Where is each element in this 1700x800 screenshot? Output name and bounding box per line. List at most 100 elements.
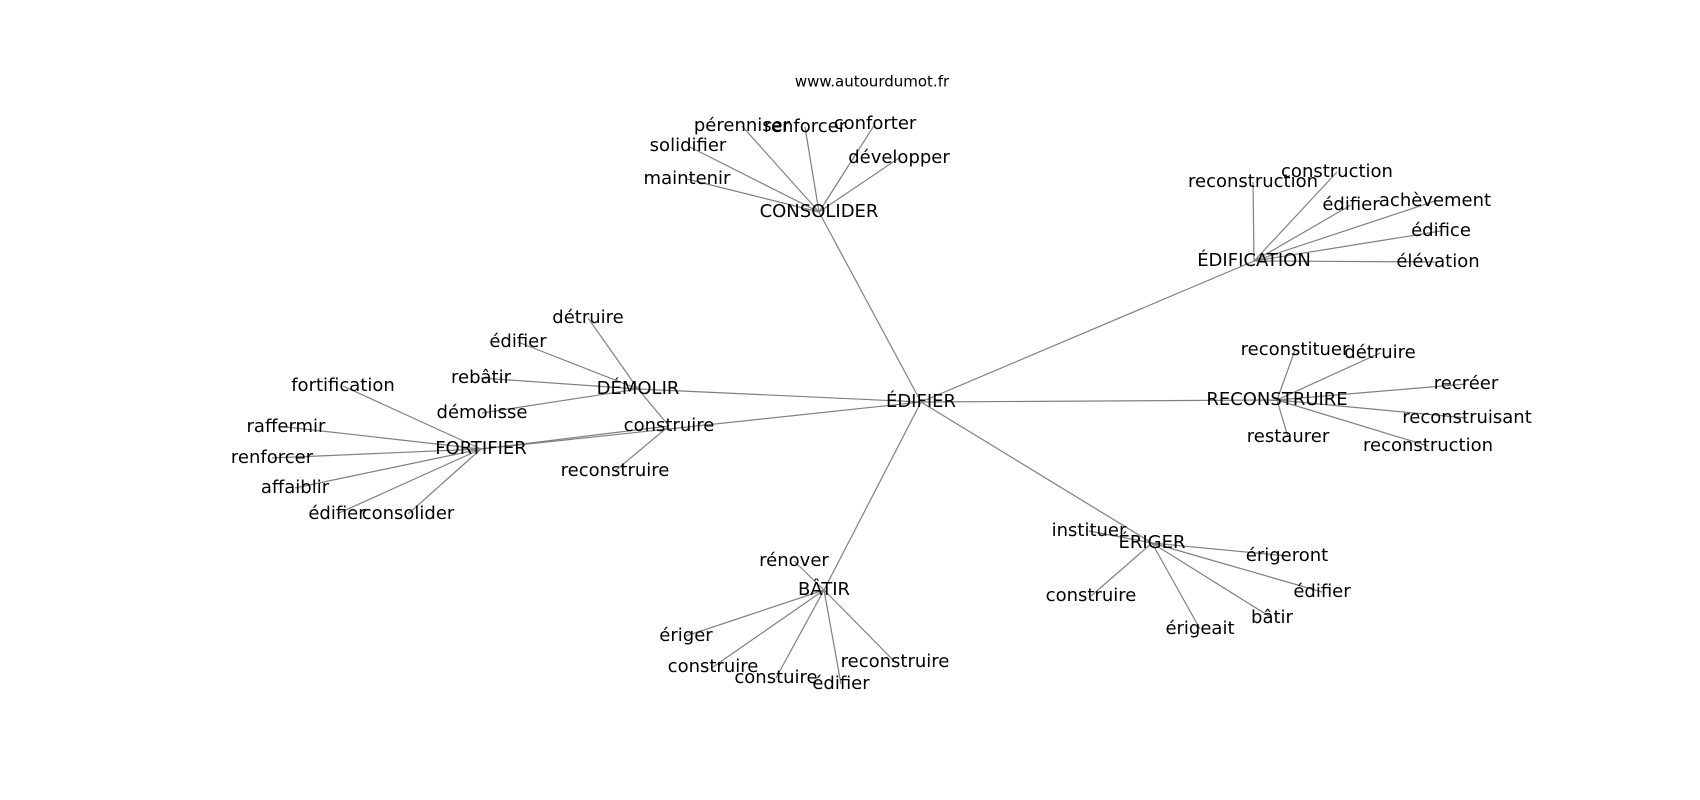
edge-demolir-d_detruire <box>587 317 639 390</box>
node-r-reconstituer[interactable]: reconstituer <box>1241 339 1350 360</box>
node-e-edifice[interactable]: édifice <box>1411 220 1471 241</box>
edge-eriger-g_construire <box>1090 542 1153 597</box>
node-f-edifier[interactable]: édifier <box>308 503 366 524</box>
node-e-achevement[interactable]: achèvement <box>1379 190 1491 211</box>
node-r-restaurer[interactable]: restaurer <box>1247 426 1330 447</box>
edge-reconstruire-r_reconstruisant <box>1276 399 1468 419</box>
edge-batir-b_constuire <box>775 589 825 679</box>
node-g-erigeront[interactable]: érigeront <box>1246 545 1328 566</box>
edge-consolider-c_conforter <box>818 123 876 213</box>
edge-reconstruire-r_restaurer <box>1276 399 1289 438</box>
edge-reconstruire-r_recreer <box>1276 383 1467 401</box>
edge-consolider-c_renforcer <box>804 126 820 213</box>
nodes-layer: ÉDIFIERCONSOLIDERpérenniserrenforcerconf… <box>231 113 1532 694</box>
node-edifier-c[interactable]: ÉDIFIER <box>886 390 956 412</box>
edge-edifier_c-fortifier <box>480 401 922 450</box>
edge-d_construire-d_reconstruire <box>614 425 670 472</box>
node-c-conforter[interactable]: conforter <box>834 113 917 134</box>
edges-layer <box>271 123 1468 685</box>
node-d-rebatir[interactable]: rebâtir <box>451 367 512 388</box>
edge-demolir-d_rebatir <box>480 377 639 390</box>
node-f-consolider[interactable]: consolider <box>362 503 455 524</box>
edge-fortifier-d_construire <box>480 425 670 450</box>
edge-eriger-g_erigeront <box>1151 542 1288 557</box>
node-e-reconstruction[interactable]: reconstruction <box>1188 171 1318 192</box>
site-watermark: www.autourdumot.fr <box>795 73 950 91</box>
edge-edifier_c-reconstruire <box>920 399 1278 403</box>
node-d-detruire[interactable]: détruire <box>552 307 623 328</box>
node-b-construire[interactable]: construire <box>668 656 759 677</box>
edge-eriger-g_instituer <box>1088 530 1153 544</box>
edge-fortifier-f_affaiblir <box>294 448 482 489</box>
node-r-detruire[interactable]: détruire <box>1344 342 1415 363</box>
edge-consolider-c_maintenir <box>686 178 820 213</box>
edge-batir-b_eriger <box>685 589 825 637</box>
node-c-developper[interactable]: développer <box>848 147 950 168</box>
node-f-fortification[interactable]: fortification <box>291 375 395 396</box>
edge-demolir-d_edifier <box>517 341 639 390</box>
node-g-edifier[interactable]: édifier <box>1293 581 1351 602</box>
edge-reconstruire-r_reconstruction <box>1276 399 1429 447</box>
node-b-eriger[interactable]: ériger <box>659 625 713 646</box>
edge-edification-e_construction <box>1253 171 1338 262</box>
node-eriger[interactable]: ÉRIGER <box>1118 531 1185 553</box>
node-batir[interactable]: BÂTIR <box>798 578 850 600</box>
node-e-edifier[interactable]: édifier <box>1322 194 1380 215</box>
edge-edifier_c-consolider <box>818 211 922 403</box>
node-c-perenniser[interactable]: pérenniser <box>694 115 791 136</box>
edge-edification-e_edifice <box>1253 230 1442 262</box>
edge-batir-b_construire <box>712 589 825 668</box>
edge-eriger-g_erigeait <box>1151 542 1201 630</box>
node-d-reconstruire[interactable]: reconstruire <box>561 460 670 481</box>
node-r-reconstruction[interactable]: reconstruction <box>1363 435 1493 456</box>
edge-batir-b_renover <box>793 560 825 591</box>
node-reconstruire[interactable]: RECONSTRUIRE <box>1206 389 1347 410</box>
node-f-affaiblir[interactable]: affaiblir <box>261 477 330 498</box>
node-d-demolisse[interactable]: démolisse <box>437 402 528 423</box>
node-g-batir[interactable]: bâtir <box>1251 607 1294 628</box>
node-g-construire[interactable]: construire <box>1046 585 1137 606</box>
node-b-renover[interactable]: rénover <box>759 550 829 571</box>
node-g-instituer[interactable]: instituer <box>1052 520 1127 541</box>
node-f-renforcer[interactable]: renforcer <box>231 447 314 468</box>
edge-consolider-c_developper <box>818 157 900 213</box>
node-b-constuire[interactable]: constuire <box>734 667 817 688</box>
node-edification[interactable]: ÉDIFICATION <box>1197 249 1311 271</box>
node-c-maintenir[interactable]: maintenir <box>644 168 732 189</box>
edge-edifier_c-edification <box>920 260 1255 403</box>
node-d-construire[interactable]: construire <box>624 415 715 436</box>
edge-edification-e_elevation <box>1253 260 1439 263</box>
node-c-renforcer[interactable]: renforcer <box>764 116 847 137</box>
edge-consolider-c_perenniser <box>741 125 820 213</box>
node-r-reconstruisant[interactable]: reconstruisant <box>1402 407 1532 428</box>
node-e-elevation[interactable]: élévation <box>1396 251 1479 272</box>
node-demolir[interactable]: DÉMOLIR <box>597 377 680 399</box>
edge-eriger-g_edifier <box>1151 542 1323 593</box>
edge-fortifier-f_fortification <box>342 385 482 450</box>
edge-eriger-g_batir <box>1151 542 1273 619</box>
node-r-recreer[interactable]: recréer <box>1434 373 1499 394</box>
edge-fortifier-f_raffermir <box>285 426 482 450</box>
node-b-edifier[interactable]: édifier <box>812 673 870 694</box>
node-b-reconstruire[interactable]: reconstruire <box>841 651 950 672</box>
edge-fortifier-f_consolider <box>407 448 482 515</box>
edge-consolider-c_solidifier <box>687 145 820 213</box>
node-f-raffermir[interactable]: raffermir <box>247 416 327 437</box>
edge-batir-b_edifier <box>823 589 842 685</box>
edge-edifier_c-batir <box>823 401 922 591</box>
edge-fortifier-f_edifier <box>336 448 482 515</box>
node-g-erigeait[interactable]: érigeait <box>1165 618 1234 639</box>
edge-fortifier-f_renforcer <box>271 448 482 459</box>
edge-batir-b_reconstruire <box>823 589 896 663</box>
edge-demolir-d_construire <box>637 388 670 427</box>
edge-edification-e_edifier <box>1253 204 1352 262</box>
edge-demolir-d_demolisse <box>481 388 639 414</box>
node-fortifier[interactable]: FORTIFIER <box>435 438 527 459</box>
node-c-solidifier[interactable]: solidifier <box>650 135 727 156</box>
node-e-construction[interactable]: construction <box>1281 161 1393 182</box>
node-consolider[interactable]: CONSOLIDER <box>760 201 879 222</box>
node-d-edifier[interactable]: édifier <box>489 331 547 352</box>
edge-edifier_c-eriger <box>920 401 1153 544</box>
edge-edification-e_achevement <box>1253 200 1436 262</box>
